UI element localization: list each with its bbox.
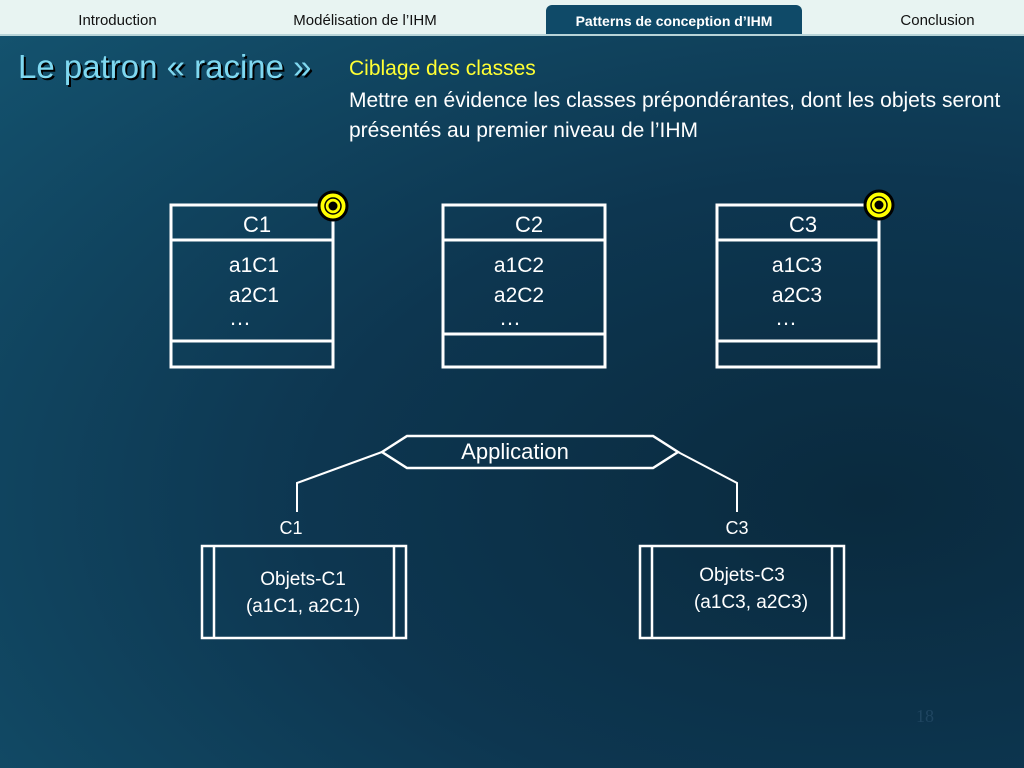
class-attribute: a2C1 (229, 284, 279, 307)
class-name: C3 (789, 212, 817, 237)
slide-subtitle: Ciblage des classes (349, 57, 536, 80)
object-attributes: (a1C1, a2C1) (246, 596, 360, 617)
branch-line-c3 (677, 451, 738, 512)
class-name: C2 (515, 212, 543, 237)
object-box-c1: Objets-C1 (a1C1, a2C1) (200, 544, 408, 640)
object-title: Objets-C3 (699, 565, 785, 586)
page-title: Le patron « racine » (18, 48, 312, 85)
application-label: Application (461, 439, 569, 464)
class-ellipsis: … (775, 305, 797, 330)
object-title: Objets-C1 (260, 569, 346, 590)
top-navigation: Introduction Modélisation de l’IHM Patte… (0, 0, 1024, 36)
page-number: 18 (916, 706, 934, 726)
class-box-c2: C2 a1C2 a2C2 … (441, 203, 607, 369)
branch-label-c3: C3 (725, 518, 748, 538)
tab-introduction[interactable]: Introduction (78, 12, 157, 29)
class-box-c3: C3 a1C3 a2C3 … (715, 203, 881, 369)
object-box-c3: Objets-C3 (a1C3, a2C3) (638, 544, 846, 640)
class-attribute: a2C3 (772, 284, 822, 307)
root-marker-icon (317, 190, 349, 222)
class-attribute: a1C3 (772, 254, 822, 277)
tab-modelisation[interactable]: Modélisation de l’IHM (293, 12, 437, 29)
class-ellipsis: … (499, 305, 521, 330)
class-name: C1 (243, 212, 271, 237)
class-ellipsis: … (229, 305, 251, 330)
branch-line-c1 (296, 451, 383, 512)
class-attribute: a1C2 (494, 254, 544, 277)
tab-patterns[interactable]: Patterns de conception d’IHM (546, 5, 802, 34)
class-attribute: a1C1 (229, 254, 279, 277)
class-attribute: a2C2 (494, 284, 544, 307)
object-attributes: (a1C3, a2C3) (694, 592, 808, 613)
slide-description: Mettre en évidence les classes prépondér… (349, 89, 1001, 142)
branch-label-c1: C1 (279, 518, 302, 538)
root-marker-icon (863, 189, 895, 221)
application-node: Application (379, 434, 681, 470)
class-box-c1: C1 a1C1 a2C1 … (169, 203, 335, 369)
tab-conclusion[interactable]: Conclusion (900, 12, 975, 29)
